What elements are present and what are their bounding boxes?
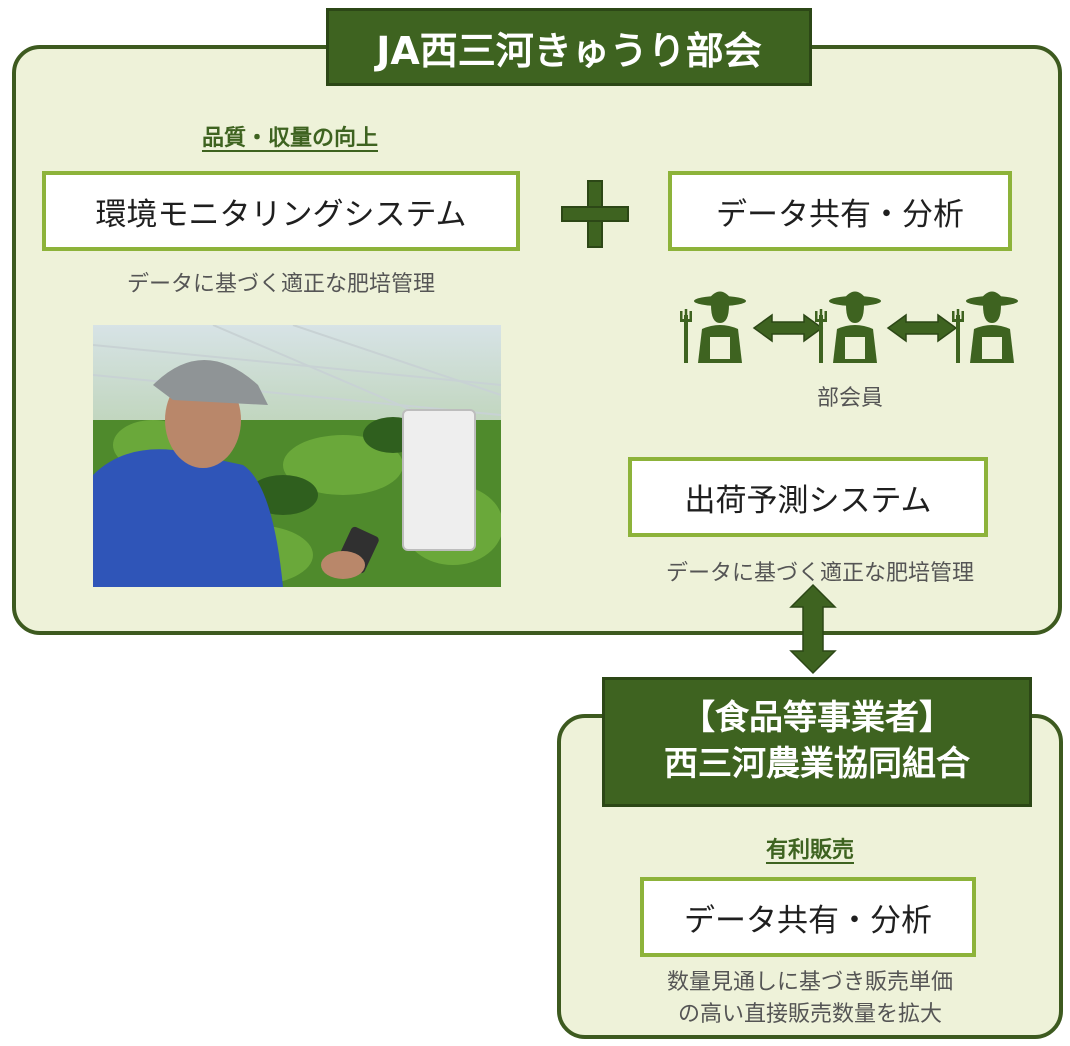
coop-title: JA西三河きゅうり部会 xyxy=(326,8,812,86)
ja-title-line1: 【食品等事業者】 xyxy=(681,698,953,739)
double-arrow-icon xyxy=(752,313,824,343)
forecast-caption: データに基づく適正な肥培管理 xyxy=(665,561,974,586)
quality-heading: 品質・収量の向上 xyxy=(201,126,378,151)
data-share-box-top: データ共有・分析 xyxy=(668,171,1012,251)
double-arrow-icon xyxy=(886,313,958,343)
plus-icon xyxy=(561,180,629,248)
farmer-icon xyxy=(815,291,881,363)
sales-caption: 数量見通しに基づき販売単価 の高い直接販売数量を拡大 xyxy=(580,967,1040,1031)
vertical-double-arrow-icon xyxy=(789,583,837,675)
farmer-icon xyxy=(680,291,746,363)
sales-heading: 有利販売 xyxy=(765,838,854,863)
sales-caption-line1: 数量見通しに基づき販売単価 xyxy=(666,970,953,995)
members-label: 部会員 xyxy=(816,386,883,411)
ja-title: 【食品等事業者】 西三河農業協同組合 xyxy=(602,677,1032,807)
ja-title-line2: 西三河農業協同組合 xyxy=(664,744,970,784)
data-share-box-bottom: データ共有・分析 xyxy=(640,877,976,957)
forecast-system-box: 出荷予測システム xyxy=(628,457,988,537)
sales-caption-line2: の高い直接販売数量を拡大 xyxy=(677,1001,942,1027)
env-caption: データに基づく適正な肥培管理 xyxy=(126,272,435,297)
farmer-icon xyxy=(952,291,1018,363)
env-monitoring-box: 環境モニタリングシステム xyxy=(42,171,520,251)
greenhouse-photo xyxy=(93,325,501,587)
